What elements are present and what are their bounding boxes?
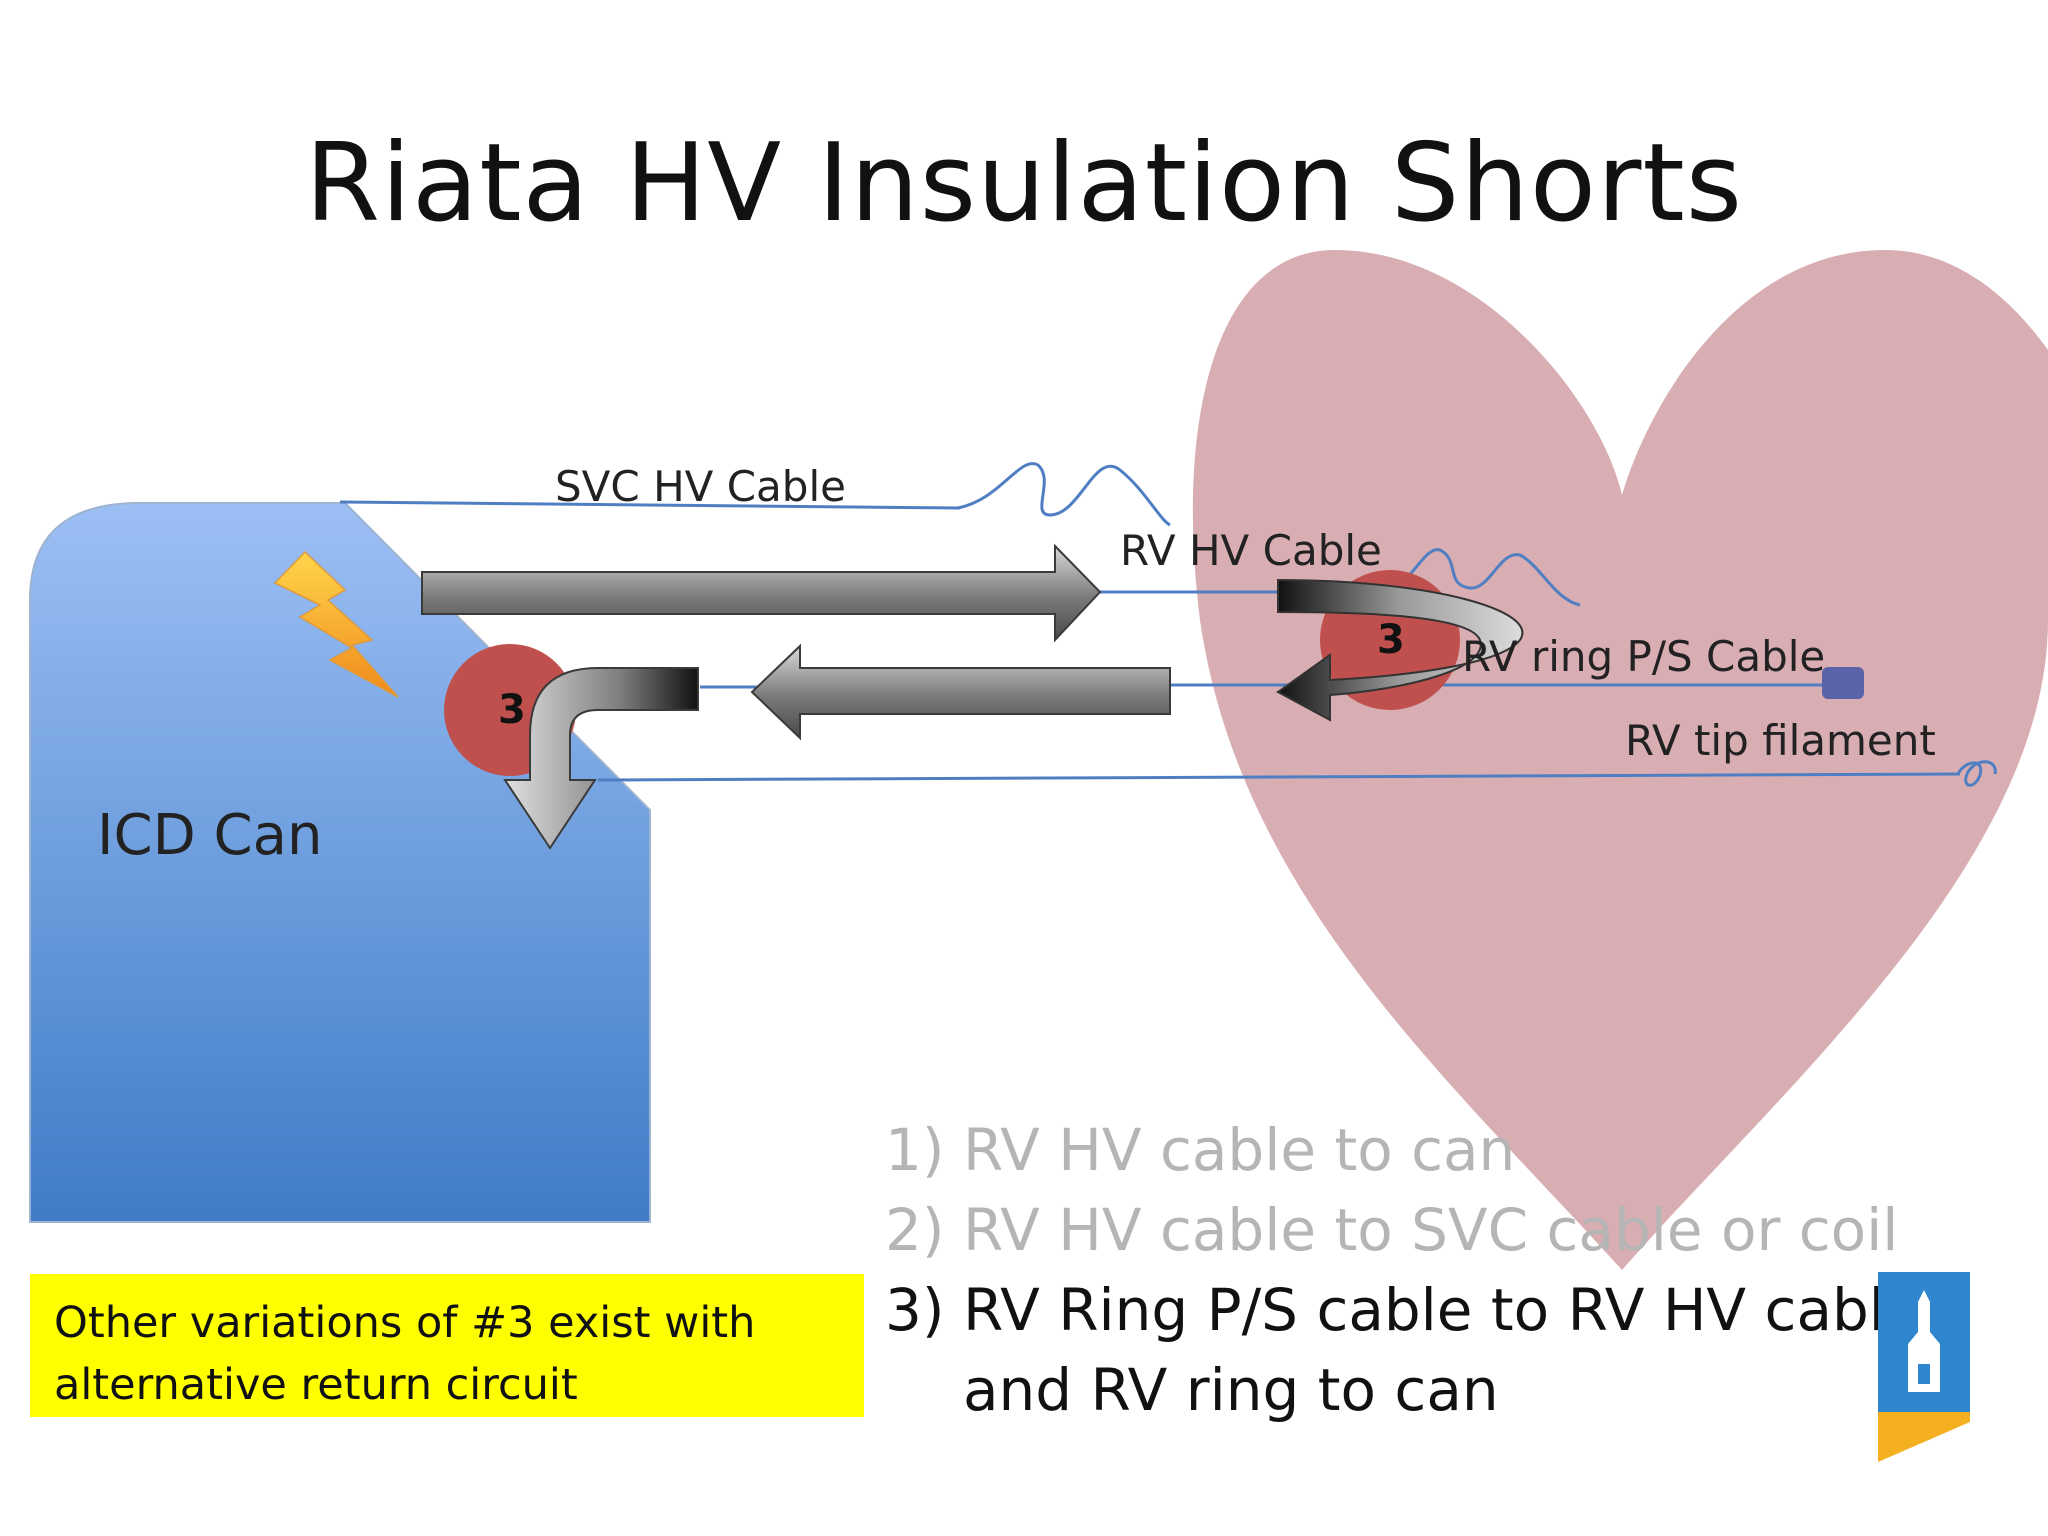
rv-hv-cable-coil <box>1389 548 1581 607</box>
rv-ring-ps-cable-label: RV ring P/S Cable <box>1462 632 1826 681</box>
list-item-number: 3) <box>885 1276 945 1344</box>
list-item-continuation-text: and RV ring to can <box>963 1356 1499 1424</box>
rv-tip-filament-label: RV tip filament <box>1625 716 1936 765</box>
heart-shape <box>1192 250 2048 1270</box>
svc-hv-cable-coil <box>957 462 1171 527</box>
variations-note-line2: alternative return circuit <box>54 1360 578 1410</box>
variations-note-line1: Other variations of #3 exist with <box>54 1298 756 1348</box>
short-marker-can-label: 3 <box>498 687 526 733</box>
rv-tip-coil <box>1956 760 1997 787</box>
icd-can-label: ICD Can <box>97 803 323 868</box>
list-item-number: 2) <box>885 1196 945 1264</box>
list-item-number: 1) <box>885 1116 945 1184</box>
short-marker-heart-label: 3 <box>1377 617 1405 663</box>
rv-tip-filament-line <box>597 772 1961 782</box>
list-item-text: RV HV cable to can <box>963 1116 1516 1184</box>
variations-note: Other variations of #3 exist with altern… <box>30 1274 864 1417</box>
curl-arrow <box>1276 578 1524 722</box>
slide-title: Riata HV Insulation Shorts <box>304 121 1743 246</box>
list-item-text: RV Ring P/S cable to RV HV cable <box>963 1276 1921 1344</box>
rv-hv-cable-label: RV HV Cable <box>1120 526 1382 575</box>
list-item-text: RV HV cable to SVC cable or coil <box>963 1196 1899 1264</box>
institution-logo-icon <box>1878 1272 1970 1462</box>
svc-hv-cable-label: SVC HV Cable <box>555 462 846 511</box>
elbow-arrow <box>503 667 699 850</box>
lightning-bolt-icon <box>273 550 399 698</box>
arrow-left-big <box>750 643 1171 741</box>
svc-hv-cable-line <box>339 500 961 510</box>
rv-ring-electrode <box>1822 667 1864 699</box>
arrow-right-big <box>421 543 1102 643</box>
